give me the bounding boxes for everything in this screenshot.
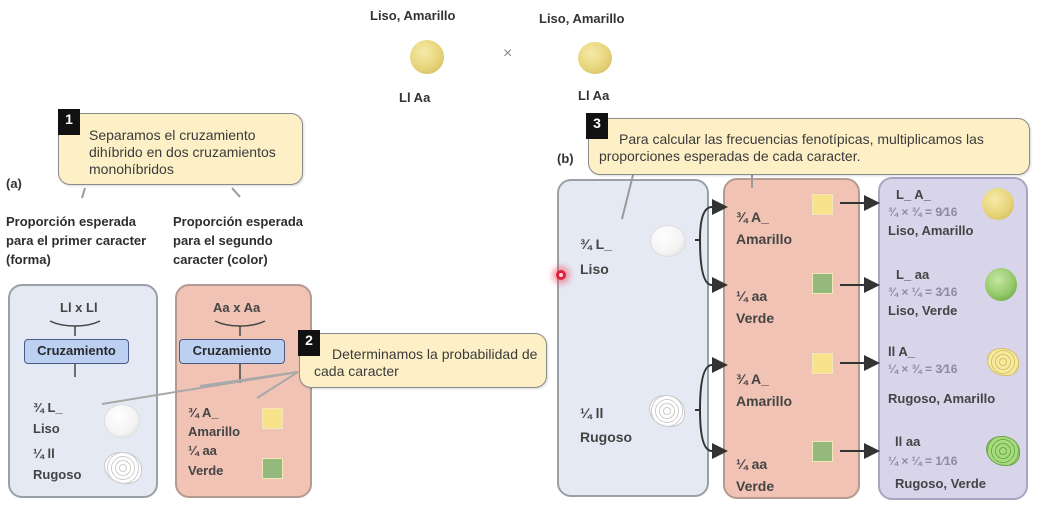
callout-3-tail-left — [621, 174, 634, 220]
b-color-fraction-2: ¼ aa — [736, 288, 768, 304]
shape-phenotype-rugoso: Rugoso — [33, 467, 82, 482]
result-1-genotype: L_ A_ — [896, 187, 931, 202]
section-b-shape-panel — [557, 179, 709, 497]
callout-2-text: Determinamos la probabilidad de cada car… — [314, 346, 538, 379]
b-color-fraction-1: ¾ A_ — [736, 209, 769, 225]
section-a-label: (a) — [6, 176, 22, 191]
b-color-phenotype-2: Verde — [736, 310, 775, 326]
color-phenotype-verde: Verde — [188, 463, 224, 478]
callout-2-badge: 2 — [298, 330, 320, 356]
b-color-fraction-3: ¾ A_ — [736, 371, 769, 387]
color-fraction-amarillo: ¾ A_ — [188, 405, 219, 420]
callout-2-tail-3 — [256, 371, 299, 399]
b-yellow-swatch-2 — [812, 353, 833, 374]
cursor-indicator — [556, 270, 566, 280]
shape-phenotype-liso: Liso — [33, 421, 60, 436]
callout-1-tail-right — [231, 187, 241, 198]
color-header: Proporción esperada para el segundo cara… — [173, 214, 304, 267]
brace-left — [49, 320, 101, 336]
color-cross: Aa x Aa — [213, 300, 261, 315]
callout-1-badge: 1 — [58, 109, 80, 135]
shape-fraction-liso: ¾ L_ — [33, 400, 63, 415]
parent-right-pea-icon — [578, 42, 612, 74]
b-shape-fraction-liso: ¾ L_ — [580, 236, 612, 252]
result-1-phenotype: Liso, Amarillo — [888, 223, 974, 238]
parent-right-genotype: Ll Aa — [578, 88, 610, 103]
parent-left-genotype: Ll Aa — [399, 90, 431, 105]
color-cruzamiento-button[interactable]: Cruzamiento — [179, 339, 285, 364]
callout-1-text: Separamos el cruzamiento dihíbrido en do… — [89, 127, 299, 178]
brace-right — [214, 320, 266, 336]
parent-right-phenotype: Liso, Amarillo — [539, 11, 625, 26]
parent-left-pea-icon — [410, 40, 444, 74]
result-wrinkled-green-pea-icon — [986, 436, 1020, 466]
shape-cruzamiento-button[interactable]: Cruzamiento — [24, 339, 129, 364]
wrinkled-pea-icon — [104, 452, 142, 484]
result-3-genotype: ll A_ — [888, 344, 915, 359]
shape-cross: Ll x Ll — [60, 300, 98, 315]
parent-left-phenotype: Liso, Amarillo — [370, 8, 456, 23]
smooth-pea-icon — [104, 404, 140, 438]
result-4-phenotype: Rugoso, Verde — [895, 476, 987, 491]
b-yellow-swatch-1 — [812, 194, 833, 215]
branch-liso — [695, 206, 724, 286]
section-b-color-panel — [723, 178, 860, 499]
b-shape-fraction-rugoso: ¼ ll — [580, 405, 604, 421]
result-2-calc: ¾ × ¼ = 3⁄16 — [888, 285, 958, 299]
result-smooth-green-pea-icon — [985, 268, 1017, 301]
shape-header: Proporción esperada para el primer carac… — [6, 214, 147, 267]
callout-3-badge: 3 — [586, 113, 608, 139]
b-green-swatch-2 — [812, 441, 833, 462]
b-color-phenotype-3: Amarillo — [736, 393, 793, 409]
b-shape-phenotype-liso: Liso — [580, 261, 609, 277]
result-4-genotype: ll aa — [895, 434, 921, 449]
b-shape-phenotype-rugoso: Rugoso — [580, 429, 633, 445]
result-4-calc: ¼ × ¼ = 1⁄16 — [888, 454, 958, 468]
b-color-fraction-4: ¼ aa — [736, 456, 768, 472]
color-phenotype-amarillo: Amarillo — [188, 424, 241, 439]
result-3-calc: ¼ × ¾ = 3⁄16 — [888, 362, 958, 376]
result-2-phenotype: Liso, Verde — [888, 303, 958, 318]
yellow-swatch — [262, 408, 283, 429]
b-smooth-pea-icon — [650, 225, 686, 257]
b-green-swatch-1 — [812, 273, 833, 294]
result-smooth-yellow-pea-icon — [982, 188, 1014, 220]
b-wrinkled-pea-icon — [649, 395, 685, 427]
callout-3-text: Para calcular las frecuencias fenotípica… — [599, 131, 984, 164]
color-fraction-verde: ¼ aa — [188, 443, 217, 458]
b-color-phenotype-4: Verde — [736, 478, 775, 494]
result-wrinkled-yellow-pea-icon — [987, 348, 1019, 376]
result-1-calc: ¾ × ¾ = 9⁄16 — [888, 205, 958, 219]
section-b-label: (b) — [557, 151, 574, 166]
branch-rugoso — [695, 364, 724, 452]
green-swatch — [262, 458, 283, 479]
callout-2: Determinamos la probabilidad de cada car… — [299, 333, 547, 388]
result-3-phenotype: Rugoso, Amarillo — [888, 391, 996, 406]
cross-symbol: × — [503, 45, 513, 62]
shape-fraction-rugoso: ¼ ll — [33, 446, 55, 461]
callout-1: Separamos el cruzamiento dihíbrido en do… — [58, 113, 303, 185]
shape-panel — [8, 284, 158, 498]
callout-3: Para calcular las frecuencias fenotípica… — [588, 118, 1030, 175]
b-color-phenotype-1: Amarillo — [736, 231, 793, 247]
callout-2-tail-2 — [199, 371, 299, 387]
callout-1-tail-left — [81, 187, 86, 199]
callout-1-text-content: Separamos el cruzamiento dihíbrido en do… — [89, 127, 276, 177]
result-2-genotype: L_ aa — [896, 267, 930, 282]
